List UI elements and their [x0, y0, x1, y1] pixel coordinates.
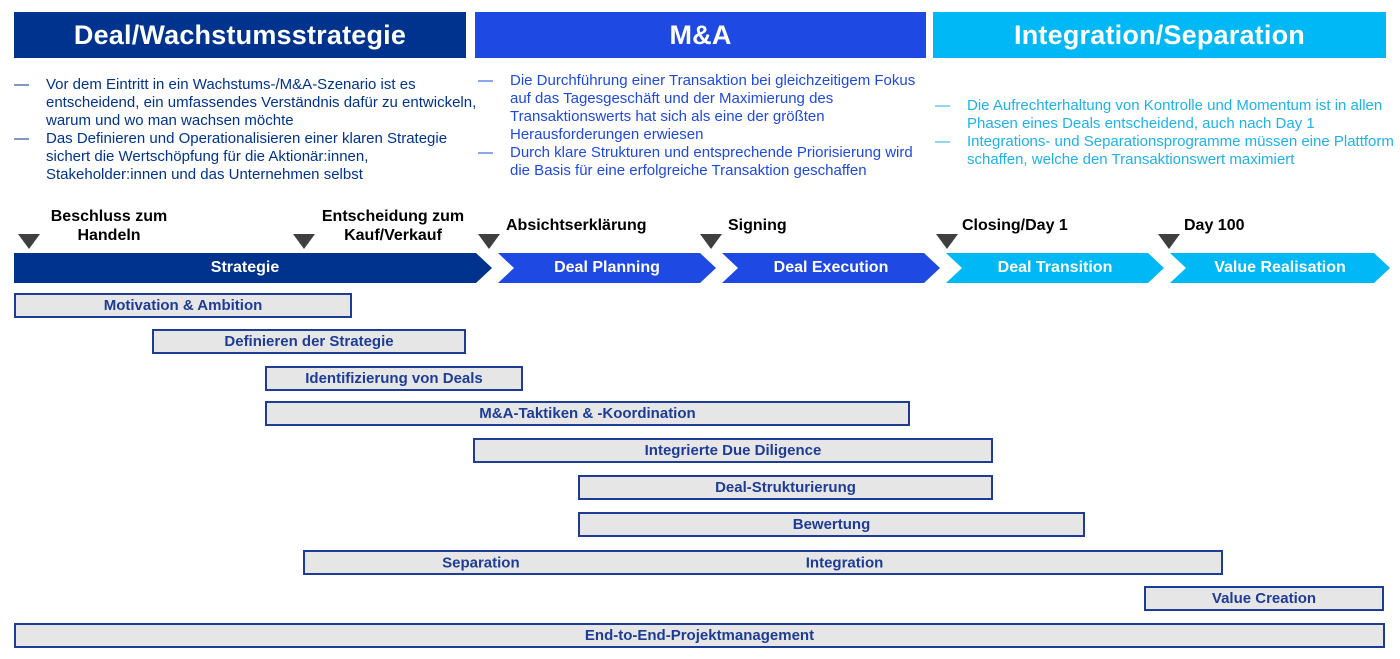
bullet-item: — Die Durchführung einer Transaktion bei…	[478, 72, 936, 144]
bullet-dash: —	[935, 133, 950, 150]
milestone-label-day100: Day 100	[1184, 217, 1245, 234]
phase-chevron-deal-transition: Deal Transition	[946, 253, 1164, 283]
milestone-label-signing: Signing	[728, 217, 787, 234]
milestone-triangle-icon	[1158, 234, 1180, 249]
bullet-item: — Vor dem Eintritt in ein Wachstums-/M&A…	[14, 76, 480, 130]
workstream-bar-identifizierung-deals: Identifizierung von Deals	[265, 366, 523, 391]
bullet-item: — Die Aufrechterhaltung von Kontrolle un…	[935, 97, 1397, 133]
workstream-bar-due-diligence: Integrierte Due Diligence	[473, 438, 993, 463]
bullet-item: — Integrations- und Separationsprogramme…	[935, 133, 1397, 169]
workstream-bar-e2e-projektmanagement: End-to-End-Projektmanagement	[14, 623, 1385, 648]
phase-chevron-deal-planning: Deal Planning	[498, 253, 716, 283]
milestone-label-absichtserklaerung: Absichtserklärung	[506, 217, 647, 234]
bullet-text: Das Definieren und Operationalisieren ei…	[46, 130, 448, 183]
workstream-bar-ma-taktiken: M&A-Taktiken & -Koordination	[265, 401, 910, 426]
section-bullets-integration-separation: — Die Aufrechterhaltung von Kontrolle un…	[935, 97, 1397, 169]
workstream-bar-separation-integration: Separation Integration	[303, 550, 1223, 575]
bullet-dash: —	[14, 76, 29, 93]
bullet-dash: —	[14, 130, 29, 147]
bullet-text: Durch klare Strukturen und entsprechende…	[510, 144, 913, 179]
milestone-triangle-icon	[700, 234, 722, 249]
milestone-label-closing-day1: Closing/Day 1	[962, 217, 1068, 234]
workstream-bar-value-creation: Value Creation	[1144, 586, 1384, 611]
milestone-triangle-icon	[293, 234, 315, 249]
bullet-item: — Durch klare Strukturen und entsprechen…	[478, 144, 936, 180]
section-bullets-deal-strategy: — Vor dem Eintritt in ein Wachstums-/M&A…	[14, 76, 480, 184]
milestone-label-entscheidung: Entscheidung zum Kauf/Verkauf	[321, 208, 465, 244]
milestone-label-beschluss: Beschluss zum Handeln	[50, 208, 168, 244]
bullet-dash: —	[478, 72, 493, 89]
workstream-bar-motivation-ambition: Motivation & Ambition	[14, 293, 352, 318]
milestone-triangle-icon	[936, 234, 958, 249]
bullet-text: Vor dem Eintritt in ein Wachstums-/M&A-S…	[46, 76, 477, 129]
workstream-label-separation: Separation	[442, 554, 520, 571]
workstream-bar-definieren-strategie: Definieren der Strategie	[152, 329, 466, 354]
section-header-deal-strategy: Deal/Wachstumsstrategie	[14, 12, 466, 58]
section-header-integration-separation: Integration/Separation	[933, 12, 1386, 58]
milestone-triangle-icon	[478, 234, 500, 249]
bullet-text: Die Durchführung einer Transaktion bei g…	[510, 72, 916, 143]
bullet-dash: —	[935, 97, 950, 114]
section-header-ma: M&A	[475, 12, 926, 58]
bullet-text: Integrations- und Separationsprogramme m…	[967, 133, 1394, 168]
phase-chevron-deal-execution: Deal Execution	[722, 253, 940, 283]
phase-chevron-strategie: Strategie	[14, 253, 492, 283]
bullet-item: — Das Definieren und Operationalisieren …	[14, 130, 480, 184]
workstream-bar-deal-strukturierung: Deal-Strukturierung	[578, 475, 993, 500]
workstream-label-integration: Integration	[805, 554, 884, 571]
phase-chevron-value-realisation: Value Realisation	[1170, 253, 1390, 283]
bullet-dash: —	[478, 144, 493, 161]
section-bullets-ma: — Die Durchführung einer Transaktion bei…	[478, 72, 936, 180]
bullet-text: Die Aufrechterhaltung von Kontrolle und …	[967, 97, 1383, 132]
workstream-bar-bewertung: Bewertung	[578, 512, 1085, 537]
milestone-triangle-icon	[18, 234, 40, 249]
